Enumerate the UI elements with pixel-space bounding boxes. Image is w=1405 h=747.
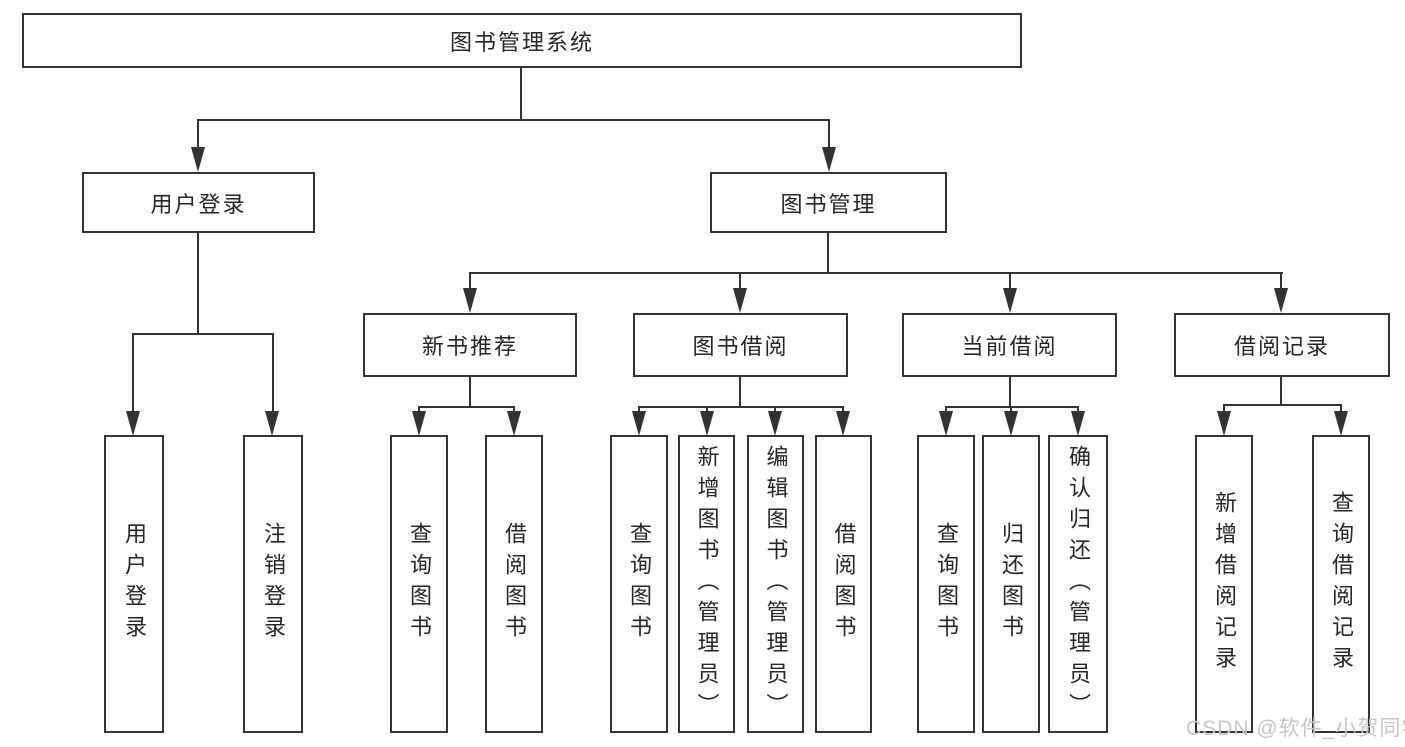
watermark: CSDN @软件_小贺同学 xyxy=(1186,717,1405,740)
leaf-label: 归还图书 xyxy=(999,522,1024,646)
node-root-label: 图书管理系统 xyxy=(449,29,594,55)
arrow-down-icon xyxy=(939,411,953,436)
arrow-down-icon xyxy=(1071,411,1085,436)
arrow-down-icon xyxy=(1217,411,1231,436)
connector-line xyxy=(945,406,947,413)
node-current-borrowing: 当前借阅 xyxy=(902,313,1117,377)
connector-line xyxy=(1340,404,1342,413)
arrow-down-icon xyxy=(463,288,477,313)
leaf-label: 查询借阅记录 xyxy=(1329,491,1354,677)
connector-line xyxy=(1077,406,1079,413)
connector-line xyxy=(638,406,844,408)
leaf-user-login: 用户登录 xyxy=(104,435,164,733)
node-book-borrowing: 图书借阅 xyxy=(633,313,848,377)
leaf-borrowing-borrow-books: 借阅图书 xyxy=(815,435,872,733)
leaf-logout: 注销登录 xyxy=(243,435,303,733)
node-label: 图书管理 xyxy=(780,191,877,217)
leaf-current-confirm-return-admin: 确认归还（管理员） xyxy=(1048,435,1108,733)
connector-line xyxy=(638,406,640,413)
connector-line xyxy=(1223,404,1225,413)
leaf-label: 查询图书 xyxy=(627,522,652,646)
connector-line xyxy=(1009,377,1011,408)
node-new-book-recommend: 新书推荐 xyxy=(363,313,577,377)
leaf-label: 新增图书（管理员） xyxy=(694,444,720,724)
connector-line xyxy=(132,333,134,413)
leaf-current-query-books: 查询图书 xyxy=(917,435,975,733)
connector-line xyxy=(197,233,199,335)
node-label: 新书推荐 xyxy=(421,334,518,359)
arrow-down-icon xyxy=(126,411,140,436)
leaf-label: 借阅图书 xyxy=(502,522,527,646)
node-user-login-group: 用户登录 xyxy=(82,172,315,233)
leaf-records-query-borrow-record: 查询借阅记录 xyxy=(1312,435,1370,733)
arrow-down-icon xyxy=(1004,411,1018,436)
connector-line xyxy=(827,233,829,274)
connector-line xyxy=(945,406,1079,408)
arrow-down-icon xyxy=(768,411,782,436)
node-label: 用户登录 xyxy=(150,191,247,217)
connector-line xyxy=(513,406,515,413)
arrow-down-icon xyxy=(822,147,836,172)
connector-line xyxy=(469,377,471,408)
leaf-label: 编辑图书（管理员） xyxy=(763,444,789,724)
connector-line xyxy=(197,119,830,121)
leaf-label: 用户登录 xyxy=(122,522,147,646)
connector-line xyxy=(197,119,199,151)
leaf-label: 新增借阅记录 xyxy=(1212,491,1237,677)
node-borrow-records: 借阅记录 xyxy=(1174,313,1390,377)
connector-line xyxy=(1223,404,1342,406)
connector-line xyxy=(272,333,274,413)
arrow-down-icon xyxy=(265,411,279,436)
leaf-records-add-borrow-record: 新增借阅记录 xyxy=(1195,435,1253,733)
connector-line xyxy=(739,272,741,290)
leaf-label: 查询图书 xyxy=(407,522,432,646)
leaf-borrowing-add-books-admin: 新增图书（管理员） xyxy=(678,435,735,733)
connector-line xyxy=(469,272,471,290)
connector-line xyxy=(1280,272,1282,290)
node-book-management: 图书管理 xyxy=(710,172,947,233)
arrow-down-icon xyxy=(836,411,850,436)
leaf-label: 查询图书 xyxy=(934,522,959,646)
connector-line xyxy=(1280,377,1282,405)
connector-line xyxy=(132,333,274,335)
node-label: 当前借阅 xyxy=(961,334,1058,359)
connector-line xyxy=(739,377,741,408)
arrow-down-icon xyxy=(1334,411,1348,436)
arrow-down-icon xyxy=(700,411,714,436)
connector-line xyxy=(418,406,515,408)
node-label: 图书借阅 xyxy=(692,334,789,359)
connector-line xyxy=(828,119,830,151)
connector-line xyxy=(1010,406,1012,413)
leaf-label: 确认归还（管理员） xyxy=(1066,444,1091,724)
leaf-recommend-borrow-books: 借阅图书 xyxy=(485,435,543,733)
leaf-label: 借阅图书 xyxy=(831,522,857,646)
arrow-down-icon xyxy=(191,147,205,172)
leaf-recommend-query-books: 查询图书 xyxy=(390,435,448,733)
leaf-current-return-books: 归还图书 xyxy=(982,435,1040,733)
connector-line xyxy=(774,406,776,413)
arrow-down-icon xyxy=(1003,288,1017,313)
arrow-down-icon xyxy=(632,411,646,436)
arrow-down-icon xyxy=(507,411,521,436)
leaf-borrowing-query-books: 查询图书 xyxy=(610,435,668,733)
arrow-down-icon xyxy=(1274,288,1288,313)
connector-line xyxy=(1009,272,1011,290)
connector-line xyxy=(469,272,1283,274)
leaf-label: 注销登录 xyxy=(261,522,286,646)
connector-line xyxy=(418,406,420,413)
connector-line xyxy=(520,68,522,120)
connector-line xyxy=(842,406,844,413)
node-label: 借阅记录 xyxy=(1233,334,1330,359)
node-root: 图书管理系统 xyxy=(22,13,1022,68)
connector-line xyxy=(706,406,708,413)
arrow-down-icon xyxy=(733,288,747,313)
arrow-down-icon xyxy=(412,411,426,436)
leaf-borrowing-edit-books-admin: 编辑图书（管理员） xyxy=(747,435,804,733)
